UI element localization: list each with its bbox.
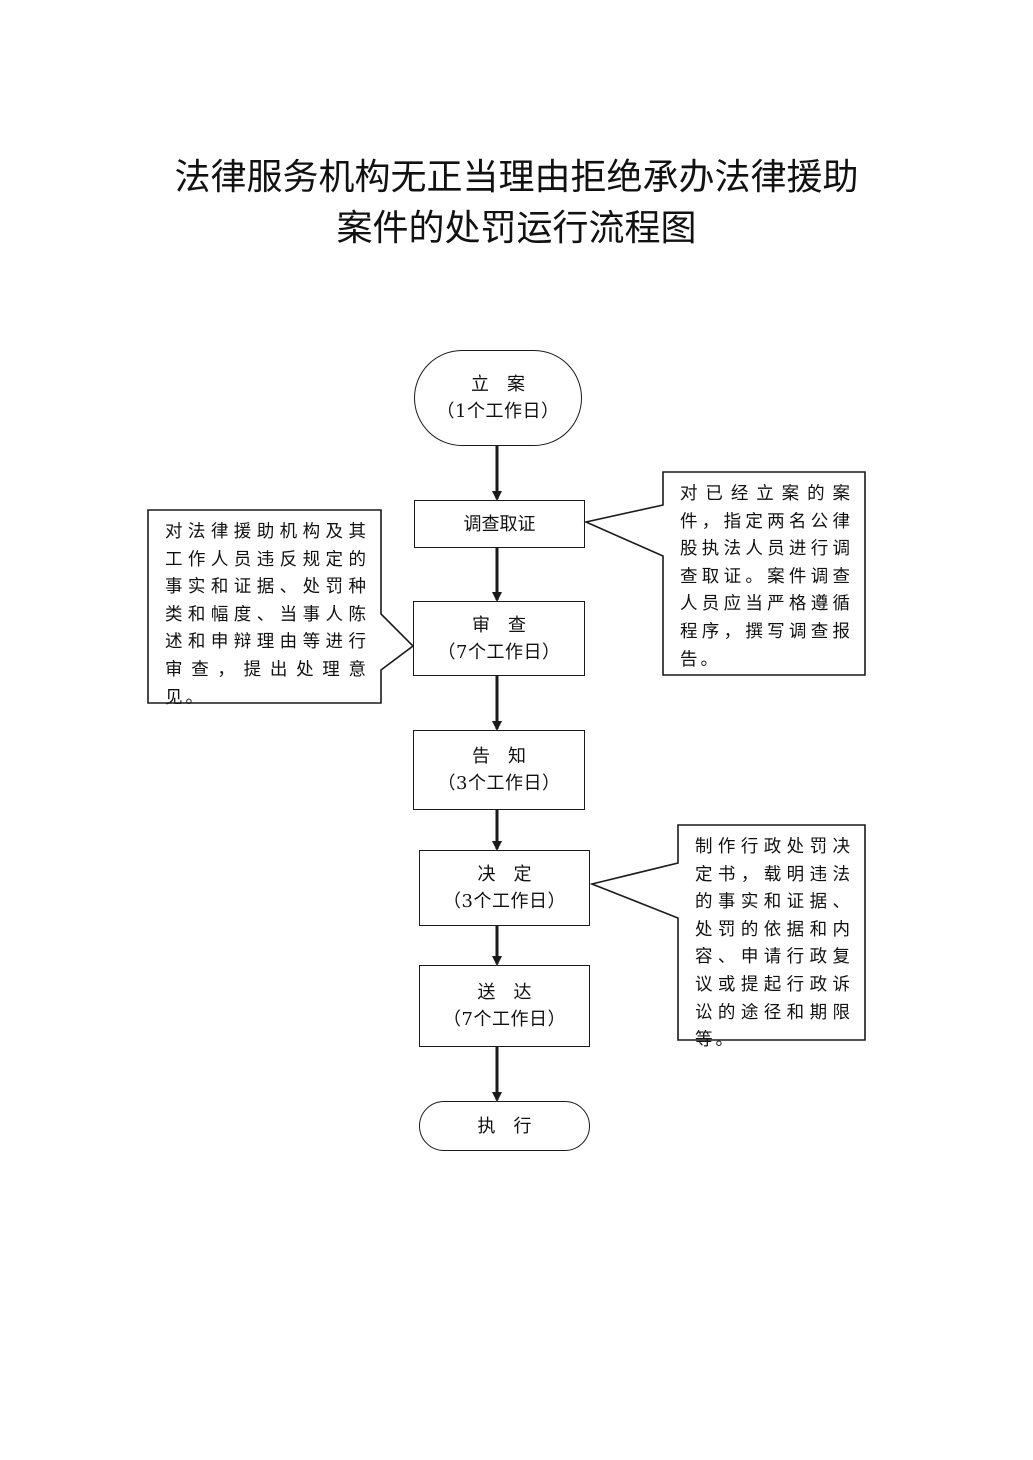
step-execution-name: 执 行 (477, 1115, 532, 1137)
callout-investigation-border (583, 471, 866, 676)
step-decision: 决 定 （3个工作日） (419, 850, 590, 926)
page-title-line-1: 法律服务机构无正当理由拒绝承办法律援助 (174, 157, 859, 198)
step-delivery-duration: （7个工作日） (443, 1009, 566, 1030)
step-investigation-name: 调查取证 (463, 513, 536, 535)
step-delivery-name: 送 达 (477, 982, 532, 1003)
step-decision-duration: （3个工作日） (443, 891, 566, 912)
callout-decision: 制作行政处罚决定书，载明违法的事实和证据、处罚的依据和内容、申请行政复议或提起行… (695, 837, 853, 1051)
step-filing-name: 立 案 (471, 374, 525, 395)
step-review-duration: （7个工作日） (437, 641, 561, 663)
step-review-name: 审 查 (472, 614, 526, 636)
callout-decision-border (589, 824, 866, 1041)
step-notice-name: 告 知 (472, 746, 526, 767)
callout-review-border (147, 509, 415, 704)
step-notice: 告 知 （3个工作日） (413, 730, 585, 810)
step-delivery: 送 达 （7个工作日） (419, 965, 590, 1047)
step-review: 审 查 （7个工作日） (413, 601, 585, 676)
step-decision-name: 决 定 (477, 864, 532, 885)
page-title-line-2: 案件的处罚运行流程图 (336, 208, 697, 249)
step-execution: 执 行 (419, 1101, 590, 1151)
step-filing: 立 案 （1个工作日） (414, 350, 582, 446)
callout-investigation: 对已经立案的案件，指定两名公律股执法人员进行调查取证。案件调查人员应当严格遵循程… (680, 484, 853, 670)
callout-review: 对法律援助机构及其工作人员违反规定的事实和证据、处罚种类和幅度、当事人陈述和申辩… (165, 522, 369, 708)
step-notice-duration: （3个工作日） (437, 773, 561, 794)
step-filing-duration: （1个工作日） (436, 401, 560, 422)
step-investigation: 调查取证 (414, 500, 585, 548)
